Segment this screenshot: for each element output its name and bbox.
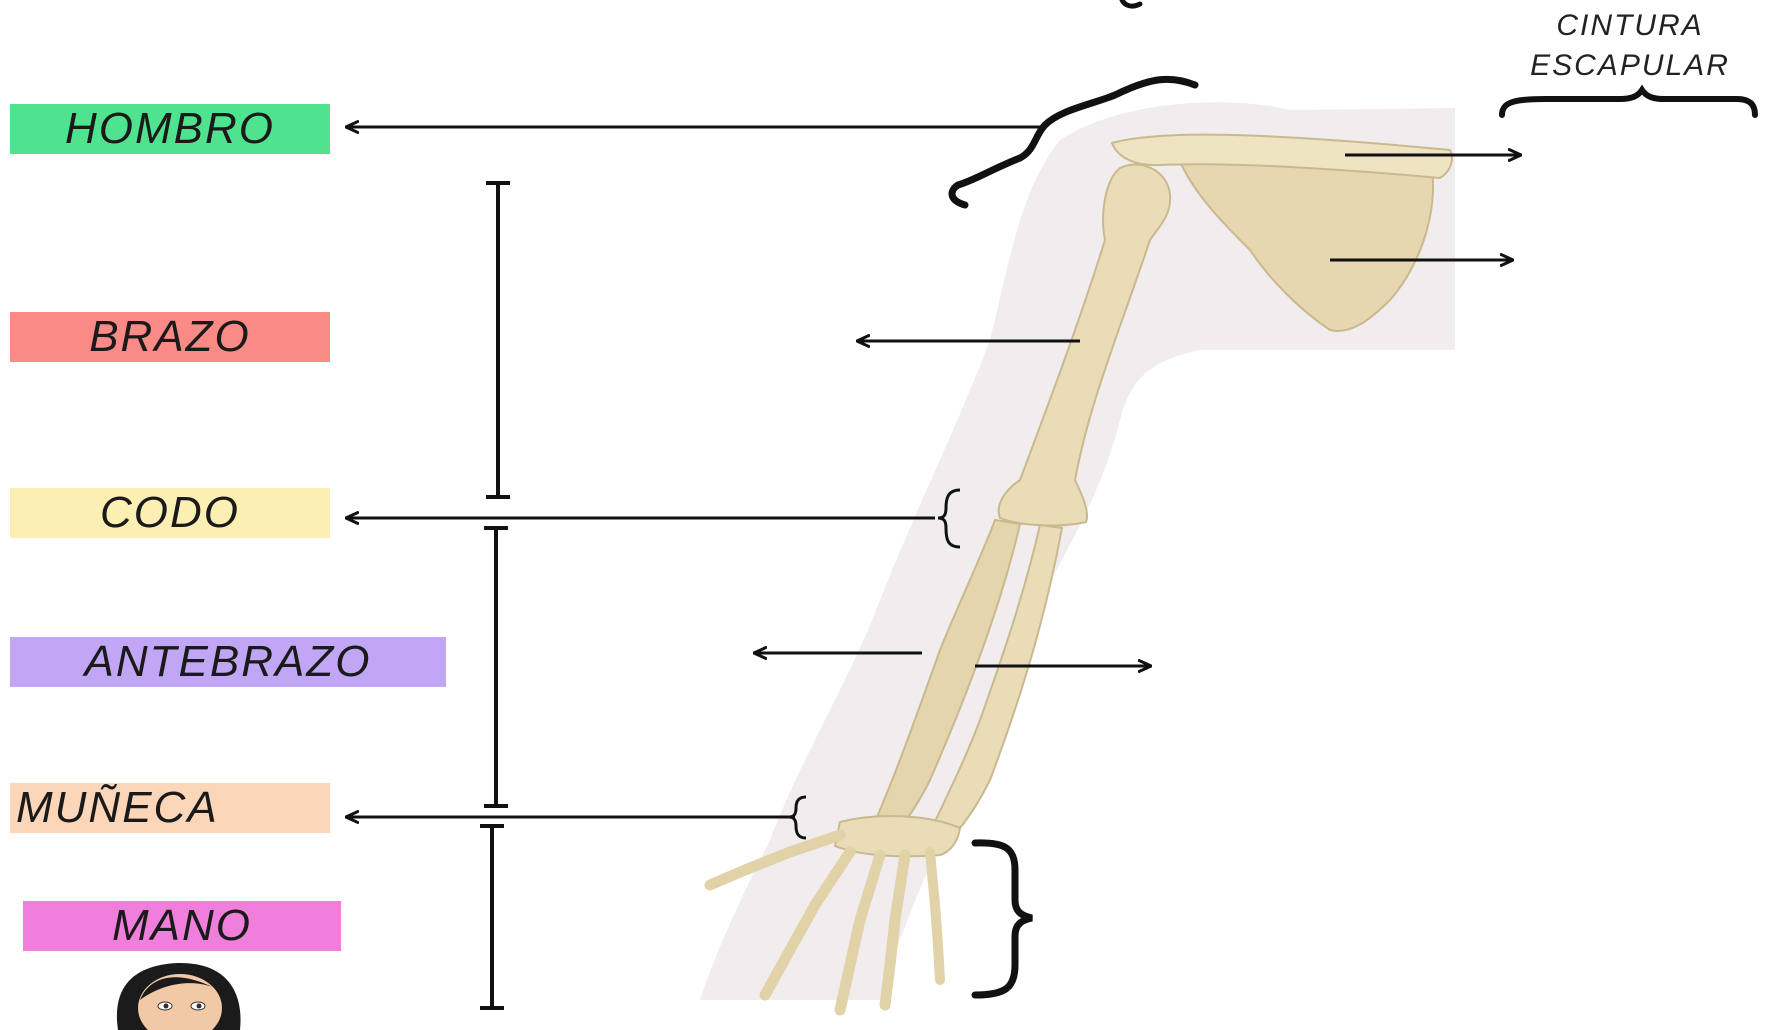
label-mano: MANO xyxy=(23,901,341,951)
label-brazo: BRAZO xyxy=(10,312,330,362)
range-bar-brazo xyxy=(486,183,510,497)
label-cintura-escapular: CINTURA ESCAPULAR xyxy=(1480,6,1780,86)
brace-hand xyxy=(975,843,1032,995)
label-antebrazo: ANTEBRAZO xyxy=(10,637,446,687)
label-codo: CODO xyxy=(10,488,330,538)
finger-bone-little xyxy=(930,852,940,980)
range-bar-mano xyxy=(480,826,504,1008)
girdle-line-2: ESCAPULAR xyxy=(1480,46,1780,86)
label-muneca: MUÑECA xyxy=(10,783,330,833)
avatar xyxy=(117,963,241,1030)
girdle-line-1: CINTURA xyxy=(1480,6,1780,46)
label-hombro: HOMBRO xyxy=(10,104,330,154)
top-mark xyxy=(1122,0,1140,6)
range-bar-antebrazo xyxy=(484,528,508,806)
brace-girdle xyxy=(1502,90,1755,115)
